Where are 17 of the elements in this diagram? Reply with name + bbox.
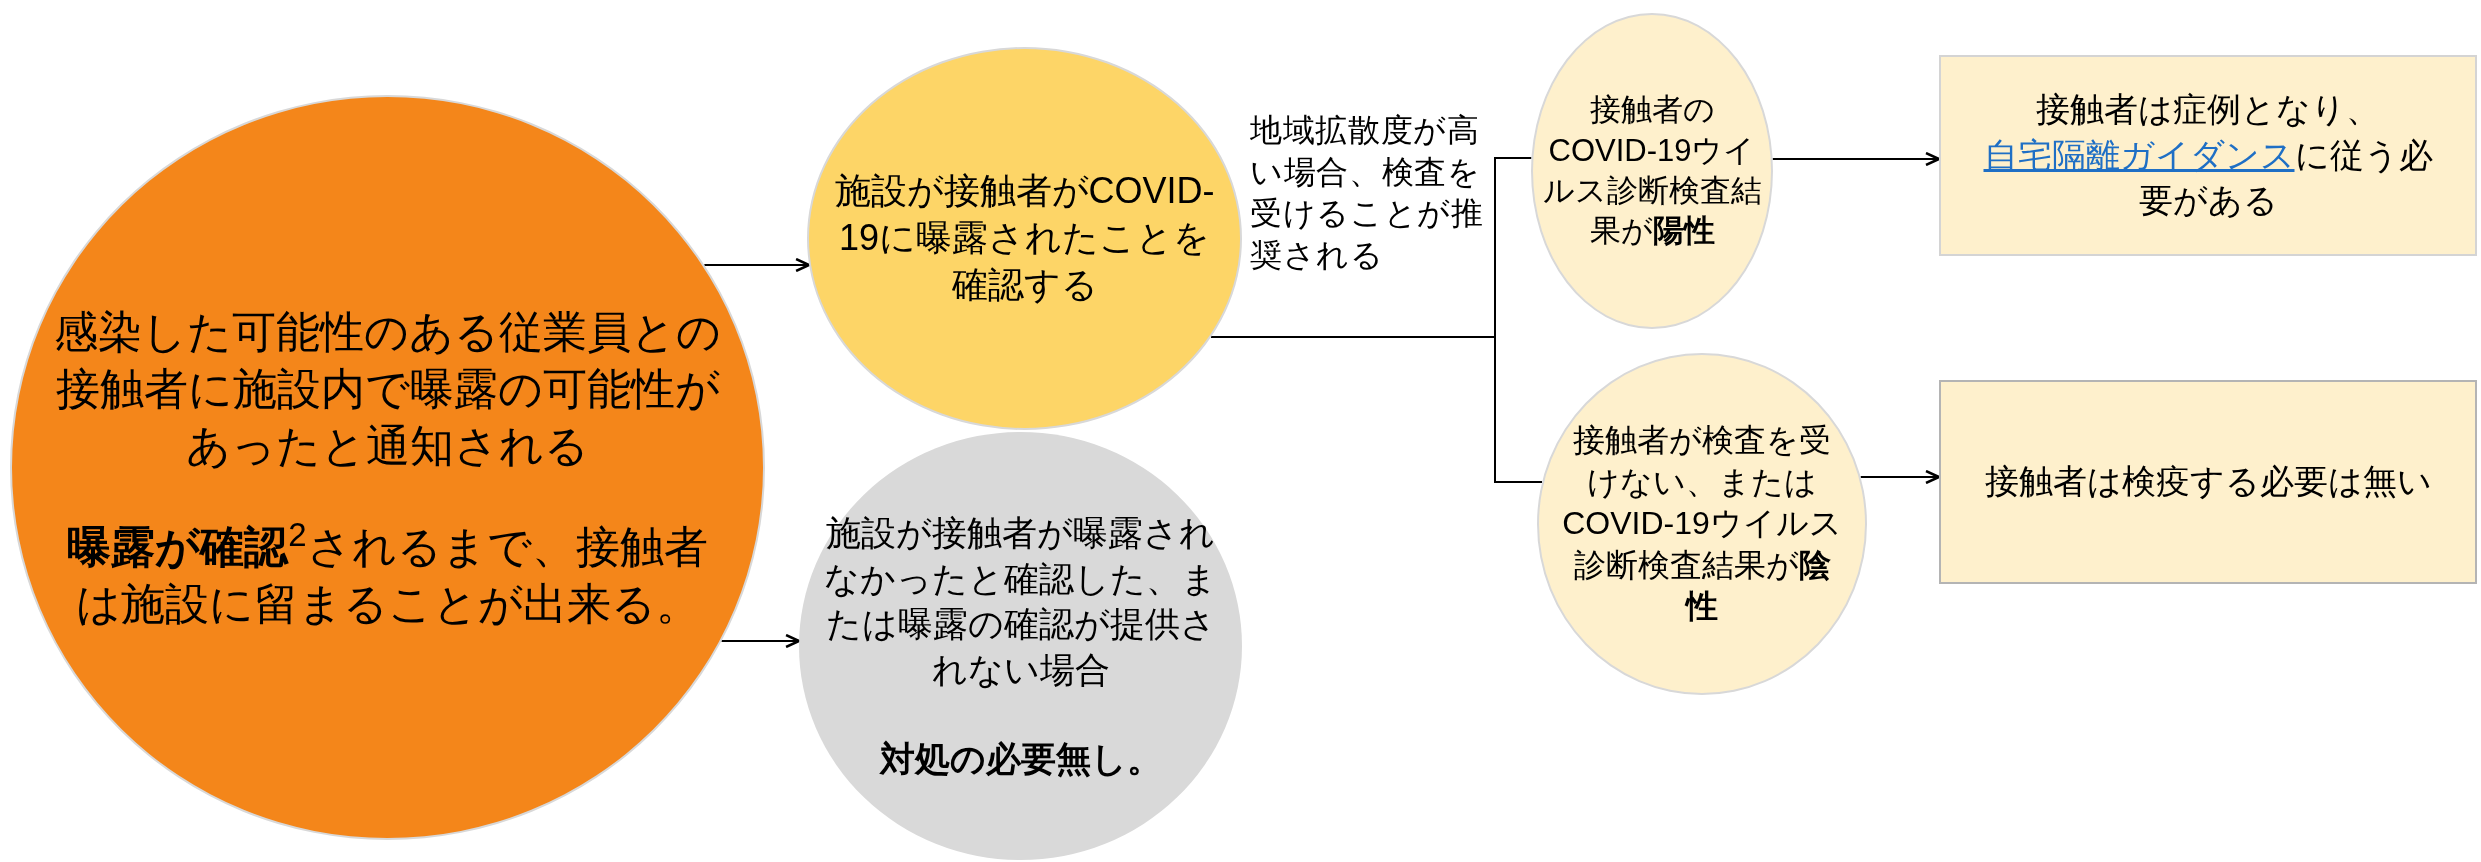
arrow <box>1859 469 1941 485</box>
node-text: 接触者が検査を受けない、またはCOVID-19ウイルス診断検査結果が陰性 <box>1562 421 1842 627</box>
arrow <box>1771 151 1941 167</box>
guidance-link: 自宅隔離ガイダンス <box>1983 135 2295 174</box>
edge-label: 地域拡散度が高い場合、検査を受けることが推奨される <box>1250 111 1485 275</box>
node-text: 施設が接触者が曝露されなかったと確認した、または曝露の確認が提供されない場合 <box>823 512 1218 691</box>
node-text: 対処の必要無し。 <box>878 738 1163 781</box>
arrow <box>703 257 811 273</box>
node-text: 接触者のCOVID-19ウイルス診断検査結果が陽性 <box>1541 91 1763 251</box>
node-text: 接触者は検疫する必要は無い <box>1983 461 2433 503</box>
node-text: 施設が接触者がCOVID-19に曝露されたことを確認する <box>833 169 1216 307</box>
node-text: 接触者は症例となり、自宅隔離ガイダンスに従う必要がある <box>1982 88 2434 222</box>
arrow <box>720 633 801 649</box>
result-box <box>1939 380 2477 584</box>
node-text: 感染した可能性のある従業員との接触者に施設内で曝露の可能性があったと通知される <box>53 305 722 472</box>
node-text: 曝露が確認$^{2}$されるまで、接触者は施設に留まることが出来る。 <box>66 518 709 631</box>
result-box <box>1939 55 2477 256</box>
